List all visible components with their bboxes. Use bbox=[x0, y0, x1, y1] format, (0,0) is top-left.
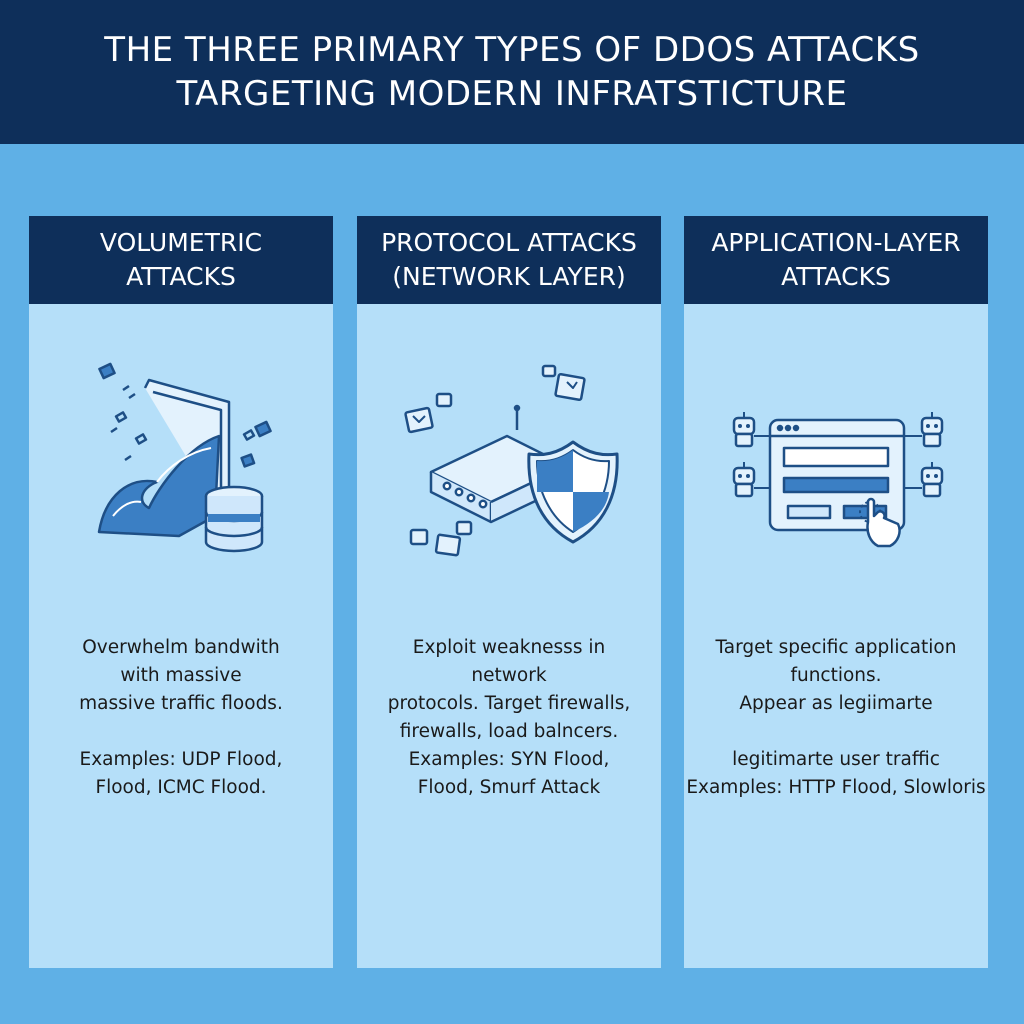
panel-heading-line: PROTOCOL ATTACKS bbox=[381, 228, 637, 257]
panel-description: Target specific application functions. A… bbox=[684, 634, 988, 802]
panel-heading-line: ATTACKS bbox=[126, 262, 236, 291]
description-line bbox=[29, 718, 333, 746]
description-line: Flood, ICMC Flood. bbox=[95, 777, 267, 798]
panel-application-layer: APPLICATION-LAYER ATTACKS bbox=[684, 216, 988, 968]
description-line: Appear as legiimarte bbox=[739, 693, 933, 714]
panel-description: Overwhelm bandwith with massive massive … bbox=[29, 634, 333, 802]
description-line: Target specific application bbox=[715, 637, 957, 658]
panel-volumetric: VOLUMETRIC ATTACKS Over bbox=[29, 216, 333, 968]
wave-flood-icon bbox=[97, 362, 272, 553]
description-line: network bbox=[471, 665, 547, 686]
browser-bots-icon bbox=[732, 412, 944, 548]
description-line: firewalls, load balncers. bbox=[399, 721, 619, 742]
page-header: THE THREE PRIMARY TYPES OF DDOS ATTACKS … bbox=[0, 0, 1024, 144]
description-line: Examples: UDP Flood, bbox=[79, 749, 283, 770]
panel-heading: PROTOCOL ATTACKS (NETWORK LAYER) bbox=[357, 216, 661, 304]
panel-description: Exploit weaknesss in network protocols. … bbox=[357, 634, 661, 802]
description-line: with massive bbox=[120, 665, 242, 686]
panel-protocol: PROTOCOL ATTACKS (NETWORK LAYER) bbox=[357, 216, 661, 968]
description-line: legitimarte user traffic bbox=[732, 749, 940, 770]
description-line: Examples: SYN Flood, bbox=[408, 749, 610, 770]
description-line: Flood, Smurf Attack bbox=[417, 777, 601, 798]
page-title-line-1: THE THREE PRIMARY TYPES OF DDOS ATTACKS bbox=[104, 30, 920, 70]
description-line: functions. bbox=[790, 665, 882, 686]
panel-heading: APPLICATION-LAYER ATTACKS bbox=[684, 216, 988, 304]
description-line: protocols. Target firewalls, bbox=[387, 693, 631, 714]
panel-heading: VOLUMETRIC ATTACKS bbox=[29, 216, 333, 304]
description-line: Overwhelm bandwith bbox=[82, 637, 280, 658]
description-line: Examples: HTTP Flood, Slowloris bbox=[686, 777, 986, 798]
router-shield-icon bbox=[404, 364, 619, 557]
panel-heading-line: APPLICATION-LAYER bbox=[711, 228, 961, 257]
panel-heading-line: (NETWORK LAYER) bbox=[392, 262, 626, 291]
page-title-line-2: TARGETING MODERN INFRATSTICTURE bbox=[176, 74, 848, 114]
panel-heading-line: ATTACKS bbox=[781, 262, 891, 291]
panel-heading-line: VOLUMETRIC bbox=[99, 228, 263, 257]
description-line: Exploit weaknesss in bbox=[412, 637, 606, 658]
description-line: massive traffic floods. bbox=[79, 693, 283, 714]
description-line bbox=[684, 718, 988, 746]
